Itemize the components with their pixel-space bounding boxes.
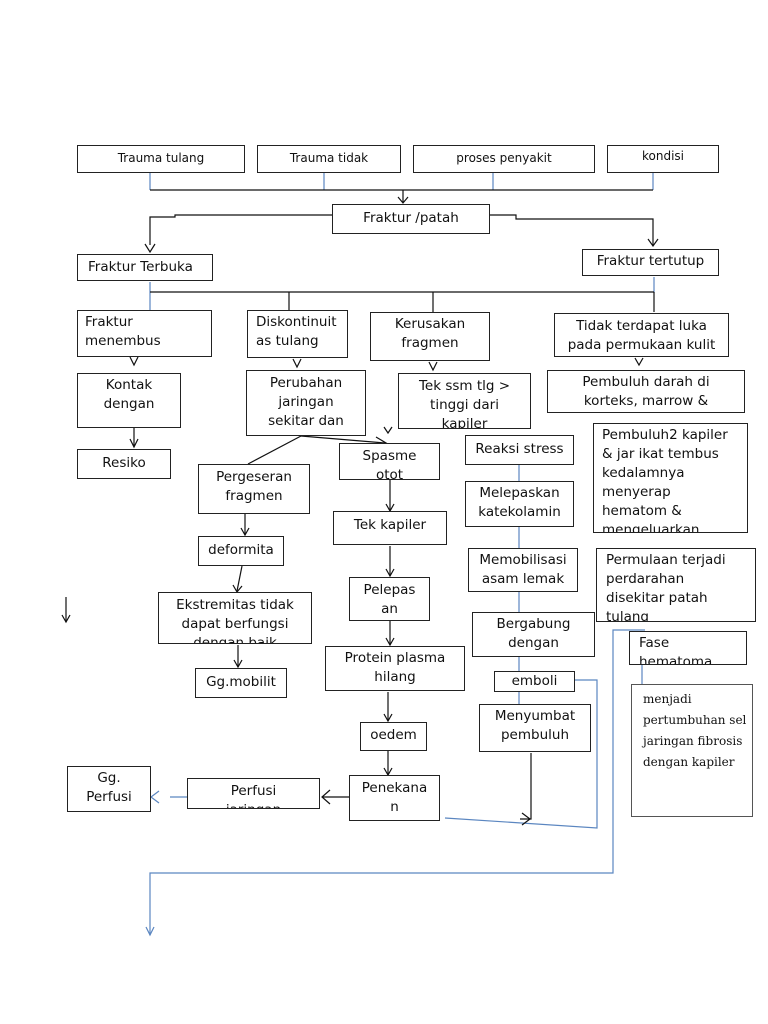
node-text: Memobilisasi asam lemak: [479, 552, 567, 587]
node-text: Fraktur menembus: [85, 314, 161, 349]
node-text: emboli: [511, 673, 558, 689]
node-tek-kapiler: Tek kapiler: [333, 511, 447, 545]
node-text: menjadi pertumbuhan sel jaringan fibrosi…: [643, 692, 747, 769]
node-fraktur-terbuka: Fraktur Terbuka: [77, 254, 213, 281]
node-tidak-terdapat: Tidak terdapat luka pada permukaan kulit: [554, 313, 729, 357]
node-resiko: Resiko: [77, 449, 171, 479]
node-fraktur-tertutup: Fraktur tertutup: [582, 249, 719, 276]
node-text: Tek kapiler: [353, 517, 427, 533]
node-kontak: Kontak dengan: [77, 373, 181, 428]
node-oedem: oedem: [360, 722, 427, 751]
node-text: Melepaskan katekolamin: [478, 485, 561, 520]
node-perfusi: Perfusi jaringan: [187, 778, 320, 809]
node-text: Fraktur tertutup: [596, 253, 705, 269]
node-text: Pelepas an: [363, 582, 416, 617]
node-text: Trauma tulang: [117, 151, 205, 165]
node-deformita: deformita: [198, 536, 284, 566]
node-text: oedem: [370, 727, 417, 743]
node-text: Spasme otot: [362, 448, 417, 480]
node-text: Fraktur Terbuka: [88, 259, 193, 275]
node-gg-perfusi: Gg. Perfusi: [67, 766, 151, 812]
node-text: kondisi: [641, 149, 684, 163]
node-text: Pergeseran fragmen: [216, 469, 292, 504]
node-pembuluh-darah: Pembuluh darah di korteks, marrow &: [547, 370, 745, 413]
node-fase: Fase hematoma: [629, 631, 747, 665]
node-menjadi: menjadi pertumbuhan sel jaringan fibrosi…: [631, 684, 753, 817]
node-text: Fraktur /patah: [363, 210, 459, 226]
node-menyumbat: Menyumbat pembuluh: [479, 704, 591, 752]
node-text: Gg.mobilit: [206, 674, 276, 690]
node-text: Perfusi jaringan: [226, 783, 281, 808]
node-tek-ssm: Tek ssm tlg > tinggi dari kapiler: [398, 373, 531, 429]
node-text: Penekana n: [361, 780, 428, 815]
node-proses-penyakit: proses penyakit: [413, 145, 595, 173]
node-emboli: emboli: [494, 671, 575, 692]
node-perubahan: Perubahan jaringan sekitar dan: [246, 370, 366, 436]
node-text: Permulaan terjadi perdarahan disekitar p…: [606, 552, 726, 622]
node-text: Pembuluh darah di korteks, marrow &: [582, 374, 710, 409]
node-pergeseran: Pergeseran fragmen: [198, 464, 310, 514]
node-text: Bergabung dengan: [496, 616, 571, 651]
node-text: Resiko: [102, 455, 146, 471]
node-text: Perubahan jaringan sekitar dan: [268, 375, 344, 429]
node-gg-mobilit: Gg.mobilit: [195, 668, 287, 698]
node-fraktur-menembus: Fraktur menembus: [77, 310, 212, 357]
node-diskontinuitas: Diskontinuit as tulang: [247, 310, 348, 358]
node-text: Fase hematoma: [639, 635, 713, 665]
node-text: Pembuluh2 kapiler & jar ikat tembus keda…: [602, 427, 728, 533]
node-fraktur-patah: Fraktur /patah: [332, 204, 490, 234]
node-text: deformita: [208, 542, 274, 558]
node-spasme: Spasme otot: [339, 443, 440, 480]
node-protein: Protein plasma hilang: [325, 646, 465, 691]
node-text: Kontak dengan: [103, 377, 155, 412]
node-permulaan: Permulaan terjadi perdarahan disekitar p…: [596, 548, 756, 622]
node-memobilisasi: Memobilisasi asam lemak: [468, 548, 578, 592]
node-trauma-tulang: Trauma tulang: [77, 145, 245, 173]
node-text: Tidak terdapat luka pada permukaan kulit: [567, 318, 716, 353]
node-pembuluh2: Pembuluh2 kapiler & jar ikat tembus keda…: [593, 423, 748, 533]
node-text: Menyumbat pembuluh: [494, 708, 576, 743]
node-kondisi: kondisi: [607, 145, 719, 173]
node-text: Protein plasma hilang: [344, 650, 446, 685]
node-text: Gg. Perfusi: [86, 770, 132, 805]
node-text: Diskontinuit as tulang: [256, 314, 337, 349]
node-penekanan: Penekana n: [349, 775, 440, 821]
node-melepaskan: Melepaskan katekolamin: [465, 481, 574, 527]
node-text: Reaksi stress: [475, 441, 564, 457]
node-text: Tek ssm tlg > tinggi dari kapiler: [418, 378, 511, 429]
node-text: proses penyakit: [456, 151, 552, 165]
node-text: Ekstremitas tidak dapat berfungsi dengan…: [176, 597, 294, 644]
node-text: Kerusakan fragmen: [394, 316, 466, 351]
node-ekstremitas: Ekstremitas tidak dapat berfungsi dengan…: [158, 592, 312, 644]
node-reaksi-stress: Reaksi stress: [465, 435, 574, 465]
node-bergabung: Bergabung dengan: [472, 612, 595, 657]
node-trauma-tidak: Trauma tidak: [257, 145, 401, 173]
node-text: Trauma tidak: [289, 151, 369, 165]
node-pelepasan: Pelepas an: [349, 577, 430, 621]
node-kerusakan: Kerusakan fragmen: [370, 312, 490, 361]
